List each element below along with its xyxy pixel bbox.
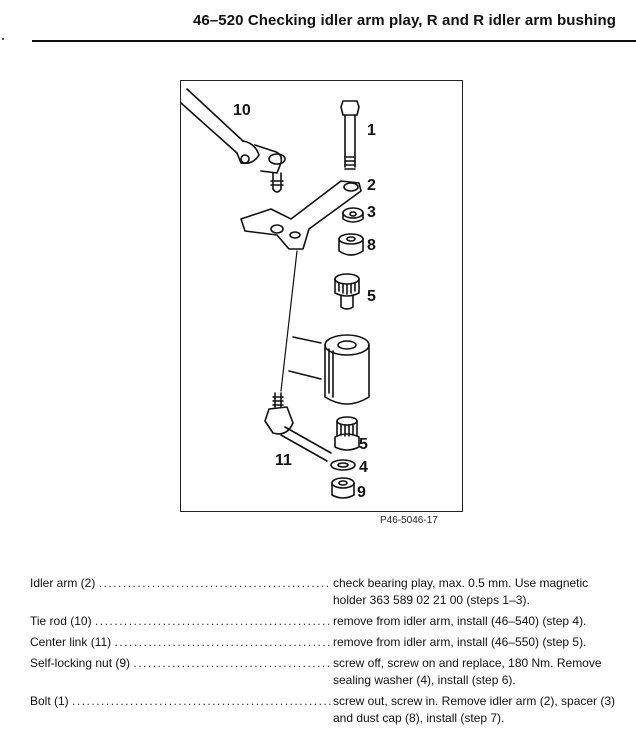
spec-label: Bolt (1) ...............................… xyxy=(30,694,331,708)
sealing-washer-drawing xyxy=(330,459,356,471)
header-rule xyxy=(32,40,636,42)
callout-10: 10 xyxy=(233,102,251,119)
figure-id: P46-5046-17 xyxy=(380,515,438,526)
spec-row: Idler arm (2) ..........................… xyxy=(30,575,620,609)
idler-housing-drawing xyxy=(288,334,370,405)
spec-label: Self-locking nut (9) ...................… xyxy=(30,656,331,670)
spec-value: remove from idler arm, install (46–550) … xyxy=(332,635,587,649)
spec-label: Idler arm (2) ..........................… xyxy=(30,576,331,590)
spec-row: Self-locking nut (9) ...................… xyxy=(30,655,620,689)
scan-mark xyxy=(2,38,4,40)
callout-5-lower: 5 xyxy=(359,436,368,453)
center-link-drawing xyxy=(264,392,332,462)
callout-4: 4 xyxy=(359,459,368,476)
dust-cap-drawing xyxy=(338,233,364,256)
spec-value: screw out, screw in. Remove idler arm (2… xyxy=(332,694,616,725)
callout-1: 1 xyxy=(367,122,376,139)
spec-value: check bearing play, max. 0.5 mm. Use mag… xyxy=(332,576,589,607)
spec-label: Tie rod (10) ...........................… xyxy=(30,614,331,628)
bolt-drawing xyxy=(340,100,360,170)
exploded-view-figure: 10 1 2 3 8 5 5 4 9 11 xyxy=(180,80,463,512)
callout-11: 11 xyxy=(275,452,292,469)
spec-row: Tie rod (10) ...........................… xyxy=(30,613,620,630)
spec-label: Center link (11) .......................… xyxy=(30,635,331,649)
callout-9: 9 xyxy=(357,484,366,501)
callout-2: 2 xyxy=(367,177,376,194)
callout-8: 8 xyxy=(367,237,376,254)
spec-value: remove from idler arm, install (46–540) … xyxy=(332,614,587,628)
page-title: 46–520 Checking idler arm play, R and R … xyxy=(192,12,616,29)
spec-value: screw off, screw on and replace, 180 Nm.… xyxy=(332,656,602,687)
tie-rod-drawing xyxy=(181,88,286,193)
spec-row: Center link (11) .......................… xyxy=(30,634,620,651)
lower-bushing-drawing xyxy=(334,416,360,451)
exploded-view-drawing xyxy=(181,88,370,499)
spacer-drawing xyxy=(342,207,364,223)
self-locking-nut-drawing xyxy=(331,477,355,499)
upper-bushing-drawing xyxy=(334,273,360,310)
idler-arm-drawing xyxy=(240,180,362,250)
spec-row: Bolt (1) ...............................… xyxy=(30,693,620,727)
callout-3: 3 xyxy=(367,204,376,221)
spec-list: Idler arm (2) ..........................… xyxy=(30,575,620,731)
callout-5-upper: 5 xyxy=(367,288,376,305)
